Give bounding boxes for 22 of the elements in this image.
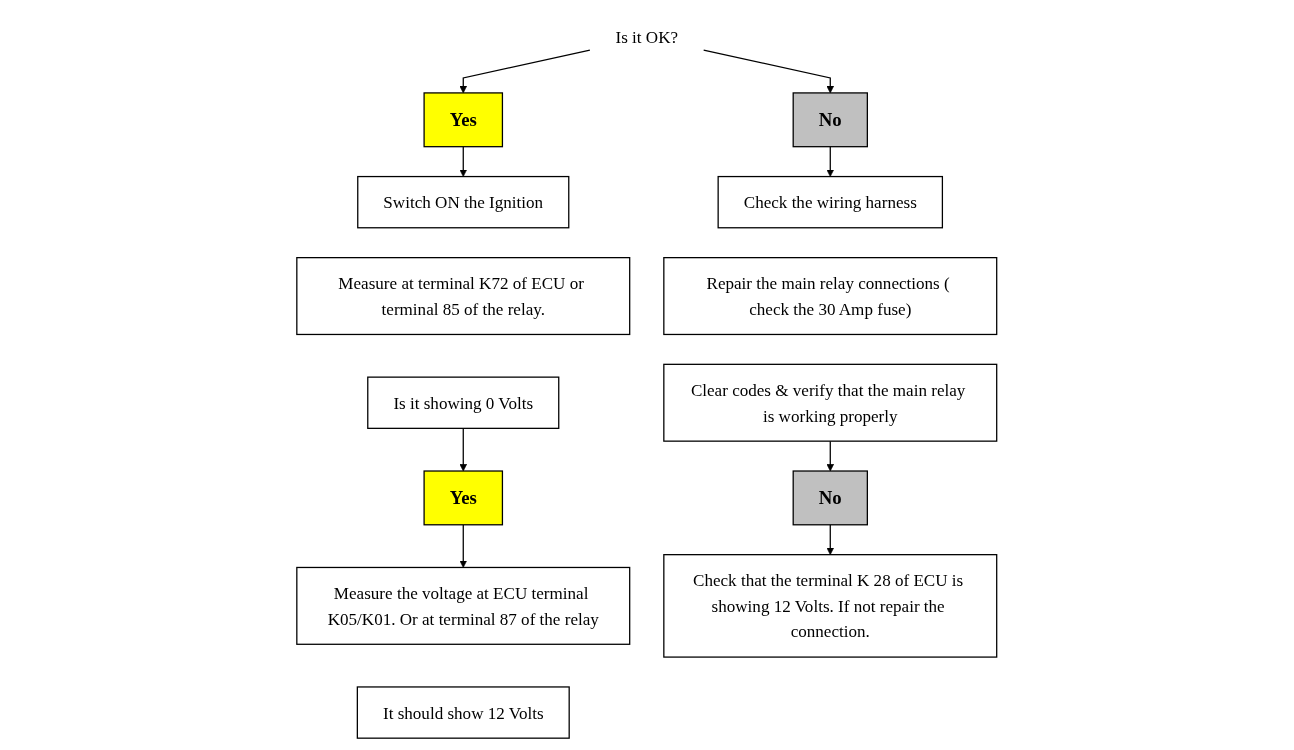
arrow	[703, 49, 835, 94]
node-box: Check the wiring harness	[717, 175, 944, 229]
node-box: Check that the terminal K 28 of ECU is showing 12 Volts. If not repair the connection.	[663, 554, 998, 658]
node-box: No	[792, 92, 869, 148]
node-box: Measure the voltage at ECU terminal K05/K01. Or at terminal 87 of the relay	[296, 566, 631, 645]
node-box: Measure at terminal K72 of ECU or terminal 85 of the relay.	[296, 257, 631, 336]
node-box: Clear codes & verify that the main relay is working properly	[663, 363, 998, 442]
arrow	[459, 49, 591, 94]
arrow	[459, 524, 468, 568]
node-box: It should show 12 Volts	[356, 686, 571, 739]
node-box: Repair the main relay connections ( check the 30 Amp fuse)	[663, 257, 998, 336]
node-box: Yes	[423, 92, 504, 148]
arrow	[459, 427, 468, 472]
arrow	[826, 440, 835, 472]
node-box: Yes	[423, 470, 504, 526]
node-box: No	[792, 470, 869, 526]
node-text: Is it OK?	[615, 28, 679, 47]
arrow	[459, 146, 468, 177]
arrow	[826, 524, 835, 555]
node-box: Is it showing 0 Volts	[367, 376, 560, 429]
arrow	[826, 146, 835, 177]
node-box: Switch ON the Ignition	[357, 175, 570, 229]
